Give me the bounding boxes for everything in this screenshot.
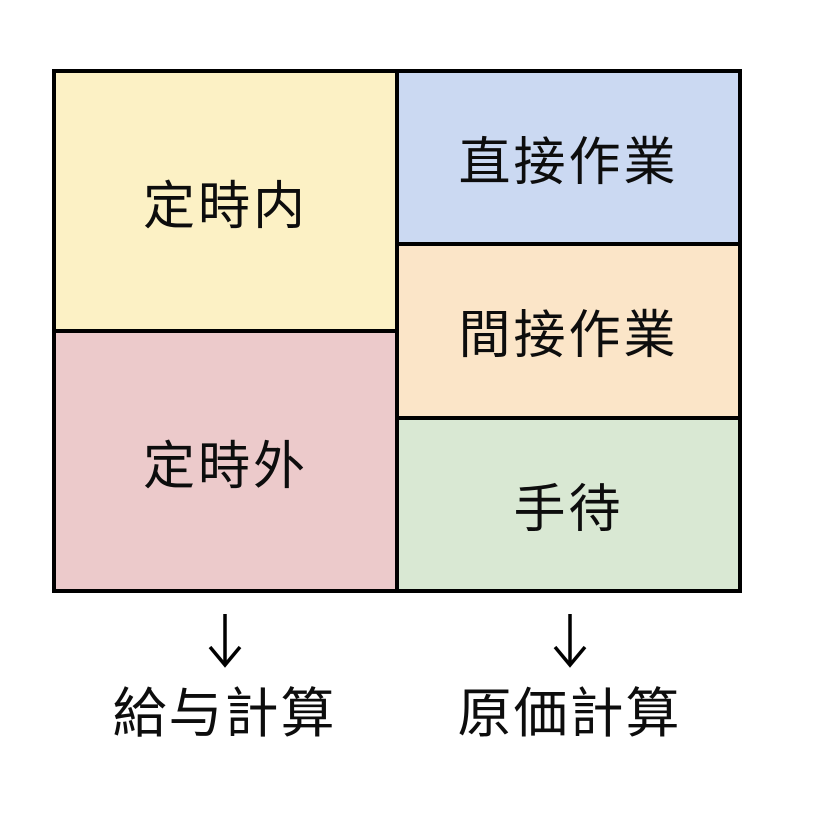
- cell-overtime-hours: 定時外: [56, 333, 395, 589]
- down-arrow-icon: [208, 614, 242, 668]
- cell-direct-work-label: 直接作業: [458, 134, 679, 193]
- cell-regular-hours-label: 定時内: [142, 177, 308, 236]
- cell-overtime-hours-label: 定時外: [142, 437, 308, 496]
- cell-indirect-work: 間接作業: [399, 246, 738, 416]
- classification-grid: 定時内 定時外 直接作業 間接作業 手待: [52, 69, 742, 593]
- cell-idle-time-label: 手待: [513, 480, 624, 539]
- cost-calculation-label: 原価計算: [457, 684, 682, 744]
- cell-regular-hours: 定時内: [56, 73, 395, 329]
- costing-column: 直接作業 間接作業 手待: [399, 73, 738, 589]
- payroll-calculation-label: 給与計算: [112, 684, 337, 744]
- cell-indirect-work-label: 間接作業: [458, 307, 679, 366]
- cell-direct-work: 直接作業: [399, 73, 738, 243]
- down-arrow-icon: [553, 614, 587, 668]
- cell-idle-time: 手待: [399, 419, 738, 589]
- payroll-column: 定時内 定時外: [56, 73, 395, 589]
